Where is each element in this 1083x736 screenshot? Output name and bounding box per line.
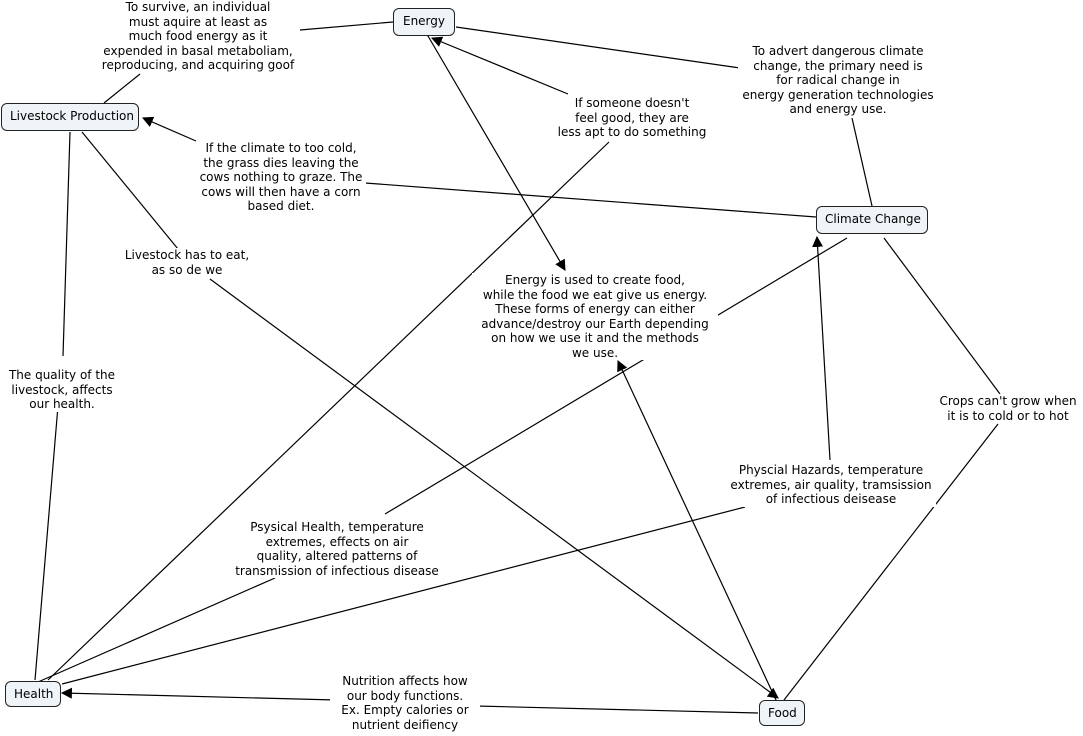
link-label-quality: The quality of the livestock, affects ou… bbox=[0, 368, 124, 412]
concept-food[interactable]: Food bbox=[759, 700, 805, 726]
link-label-feel-good: If someone doesn't feel good, they are l… bbox=[552, 96, 712, 140]
link-label-livestock-eat: Livestock has to eat, as so de we bbox=[112, 248, 262, 277]
link-line bbox=[299, 21, 394, 31]
link-line bbox=[37, 577, 276, 683]
concept-livestock-production[interactable]: Livestock Production bbox=[1, 103, 139, 131]
link-label-physcial: Physcial Hazards, temperature extremes, … bbox=[726, 463, 936, 507]
concept-energy[interactable]: Energy bbox=[393, 8, 455, 36]
concept-health[interactable]: Health bbox=[5, 681, 61, 707]
link-line bbox=[62, 131, 71, 357]
link-line bbox=[60, 687, 337, 701]
link-label-energy-food: Energy is used to create food, while the… bbox=[472, 273, 718, 360]
link-label-crops: Crops can't grow when it is to cold or t… bbox=[933, 394, 1083, 423]
link-line bbox=[364, 182, 817, 218]
link-label-too-cold: If the climate to too cold, the grass di… bbox=[196, 141, 366, 214]
link-label-nutrition: Nutrition affects how our body functions… bbox=[330, 674, 480, 732]
link-line bbox=[209, 278, 779, 699]
link-line bbox=[384, 237, 848, 515]
link-line bbox=[418, 24, 566, 271]
link-line bbox=[141, 116, 197, 142]
link-label-advert: To advert dangerous climate change, the … bbox=[738, 44, 938, 117]
link-line bbox=[455, 26, 741, 69]
link-line bbox=[851, 117, 873, 207]
link-line bbox=[783, 423, 999, 701]
link-line bbox=[883, 237, 1001, 395]
link-line bbox=[475, 705, 759, 714]
link-line bbox=[61, 506, 746, 685]
link-line bbox=[812, 235, 831, 461]
link-line bbox=[103, 73, 141, 104]
link-line bbox=[430, 36, 569, 95]
link-line bbox=[34, 381, 61, 681]
link-line bbox=[47, 141, 610, 681]
link-line bbox=[81, 131, 179, 250]
link-label-psysical: Psysical Health, temperature extremes, e… bbox=[226, 520, 448, 578]
concept-climate-change[interactable]: Climate Change bbox=[816, 206, 928, 234]
link-label-survive: To survive, an individual must aquire at… bbox=[98, 0, 298, 73]
link-line bbox=[617, 360, 777, 701]
